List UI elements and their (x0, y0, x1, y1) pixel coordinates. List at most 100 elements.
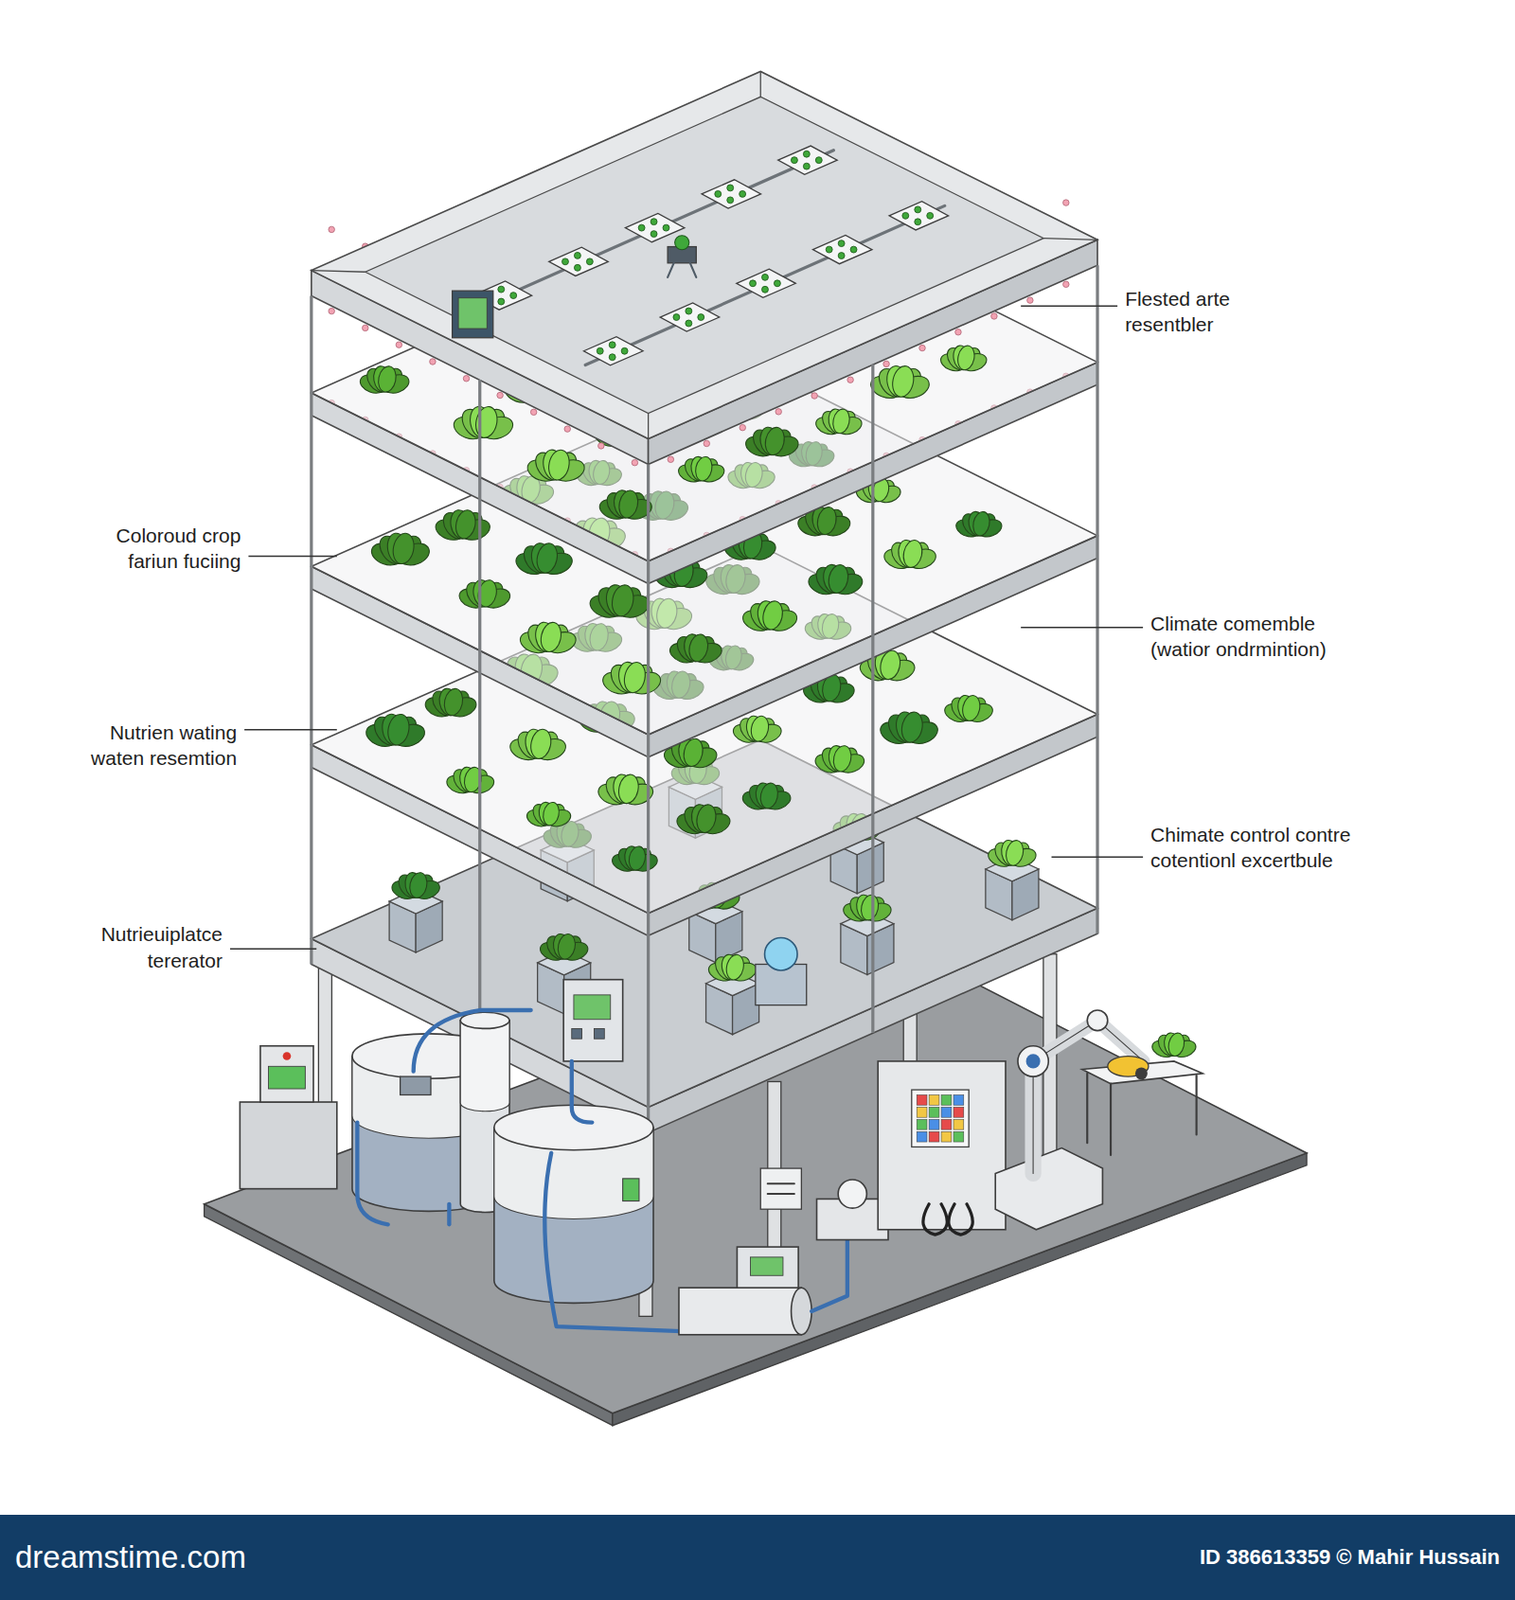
leaf (609, 583, 637, 619)
monitor-screen (268, 1066, 306, 1089)
grow-light (624, 213, 685, 243)
valve-button (571, 1028, 583, 1039)
light-diode (762, 285, 769, 293)
flow-meter (837, 1179, 867, 1209)
plant (363, 712, 428, 750)
plant (942, 694, 996, 726)
drip-emitter (775, 409, 782, 415)
plant (985, 838, 1039, 871)
light-diode (926, 212, 934, 219)
plant (596, 488, 655, 523)
support-post (478, 379, 482, 1050)
support-post (646, 463, 650, 1133)
drip-emitter (328, 307, 335, 314)
light-diode (650, 218, 658, 226)
screen-cell (928, 1094, 940, 1106)
plant (740, 599, 801, 635)
light-diode (727, 184, 734, 192)
drip-emitter (883, 360, 890, 367)
plant (938, 344, 989, 375)
leaf (686, 632, 711, 663)
plant (524, 447, 588, 485)
leaf (831, 408, 853, 436)
plant (422, 687, 479, 721)
light-diode (837, 252, 845, 260)
plant (587, 583, 653, 623)
pipe (571, 1061, 593, 1123)
leaf (901, 538, 926, 570)
plant (867, 364, 932, 403)
light-diode (802, 162, 810, 170)
leaf (960, 694, 982, 723)
plant (676, 455, 727, 485)
cabinet-screen (911, 1089, 969, 1147)
leaf (1003, 838, 1026, 868)
leaf (724, 953, 747, 982)
light-diode (638, 224, 645, 232)
leaf (622, 659, 649, 695)
drip-emitter (739, 424, 746, 430)
tank-band (460, 1020, 510, 1112)
drip-emitter (703, 440, 710, 446)
drip-emitter (991, 313, 998, 320)
robot-joint (1087, 1010, 1108, 1032)
plant (444, 766, 497, 797)
drone-sensor (675, 235, 690, 250)
light-diode (573, 251, 581, 259)
leaf (473, 404, 500, 440)
light-diode (914, 218, 922, 226)
screen-cell (953, 1094, 964, 1106)
leaf (763, 425, 787, 457)
plant (674, 802, 733, 838)
plant (881, 538, 939, 572)
leaf (616, 772, 642, 805)
screen-cell (941, 1131, 952, 1142)
roof-edge (1043, 238, 1098, 241)
plant (456, 578, 513, 612)
nutrient-tank (494, 1105, 654, 1303)
light-diode (914, 206, 922, 214)
light-diode (562, 258, 570, 266)
light-diode (815, 157, 822, 164)
leader-line (248, 555, 337, 558)
plant (667, 632, 725, 667)
plant (599, 659, 663, 698)
callout-label: Climate comemble (watior ondrmintion) (1150, 610, 1373, 663)
leaf (546, 447, 572, 482)
pipe (474, 150, 835, 310)
leaf (528, 727, 554, 761)
plant (432, 508, 493, 544)
plant (516, 620, 579, 657)
leaf (442, 687, 465, 718)
light-diode (714, 190, 722, 197)
drip-emitter (1063, 281, 1070, 287)
leaf (899, 710, 926, 745)
leaf (693, 455, 714, 483)
plant (840, 893, 894, 926)
leaf (758, 781, 781, 810)
drip-emitter (497, 392, 503, 398)
light-diode (802, 150, 810, 158)
drip-emitter (328, 226, 335, 232)
floor (204, 944, 1307, 1426)
plant (450, 404, 517, 444)
leaf (858, 893, 881, 923)
light-diode (697, 314, 705, 321)
drip-emitter (395, 341, 402, 348)
screen-cell (916, 1119, 927, 1130)
plant (524, 801, 573, 830)
leader-line (230, 948, 317, 951)
roof (311, 71, 1098, 465)
plant (706, 953, 760, 985)
light-diode (510, 292, 517, 300)
screen-cell (928, 1119, 940, 1130)
leader-line (1020, 305, 1118, 308)
screen-cell (953, 1106, 964, 1118)
roof-panel (365, 96, 1044, 413)
leaf (453, 508, 479, 541)
leaf (815, 505, 839, 537)
grow-box (706, 953, 760, 1035)
light-diode (498, 298, 505, 305)
tank-lid (460, 1012, 510, 1029)
